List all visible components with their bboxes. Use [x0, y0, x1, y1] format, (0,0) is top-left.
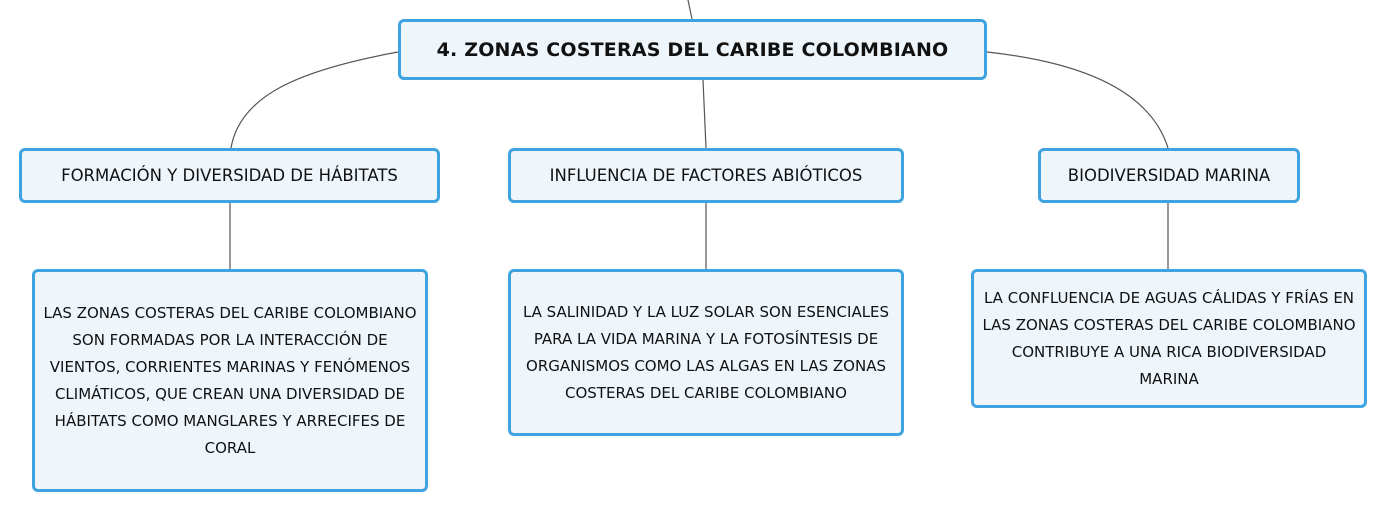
connector-root-to-biodiversidad	[986, 51, 1169, 149]
subtopic-biodiversidad-detail[interactable]: LA CONFLUENCIA DE AGUAS CÁLIDAS Y FRÍAS …	[971, 269, 1367, 408]
root-topic-label: 4. ZONAS COSTERAS DEL CARIBE COLOMBIANO	[436, 38, 949, 61]
subtopic-text: LA CONFLUENCIA DE AGUAS CÁLIDAS Y FRÍAS …	[982, 288, 1356, 388]
topic-label: INFLUENCIA DE FACTORES ABIÓTICOS	[549, 166, 863, 185]
connector-root-to-formacion	[230, 51, 399, 149]
subtopic-abioticos-detail[interactable]: LA SALINIDAD Y LA LUZ SOLAR SON ESENCIAL…	[508, 269, 904, 436]
topic-biodiversidad-marina[interactable]: BIODIVERSIDAD MARINA	[1038, 148, 1300, 203]
connector-root-to-influencia	[702, 79, 707, 149]
topic-label: FORMACIÓN Y DIVERSIDAD DE HÁBITATS	[61, 166, 398, 185]
topic-label: BIODIVERSIDAD MARINA	[1067, 166, 1271, 185]
topic-factores-abioticos[interactable]: INFLUENCIA DE FACTORES ABIÓTICOS	[508, 148, 904, 203]
topic-formacion-habitats[interactable]: FORMACIÓN Y DIVERSIDAD DE HÁBITATS	[19, 148, 440, 203]
subtopic-formacion-detail[interactable]: LAS ZONAS COSTERAS DEL CARIBE COLOMBIANO…	[32, 269, 428, 492]
subtopic-text: LA SALINIDAD Y LA LUZ SOLAR SON ESENCIAL…	[522, 302, 890, 402]
subtopic-text: LAS ZONAS COSTERAS DEL CARIBE COLOMBIANO…	[43, 303, 417, 457]
root-topic[interactable]: 4. ZONAS COSTERAS DEL CARIBE COLOMBIANO	[398, 19, 987, 80]
connector-parent-to-root	[687, 0, 693, 20]
